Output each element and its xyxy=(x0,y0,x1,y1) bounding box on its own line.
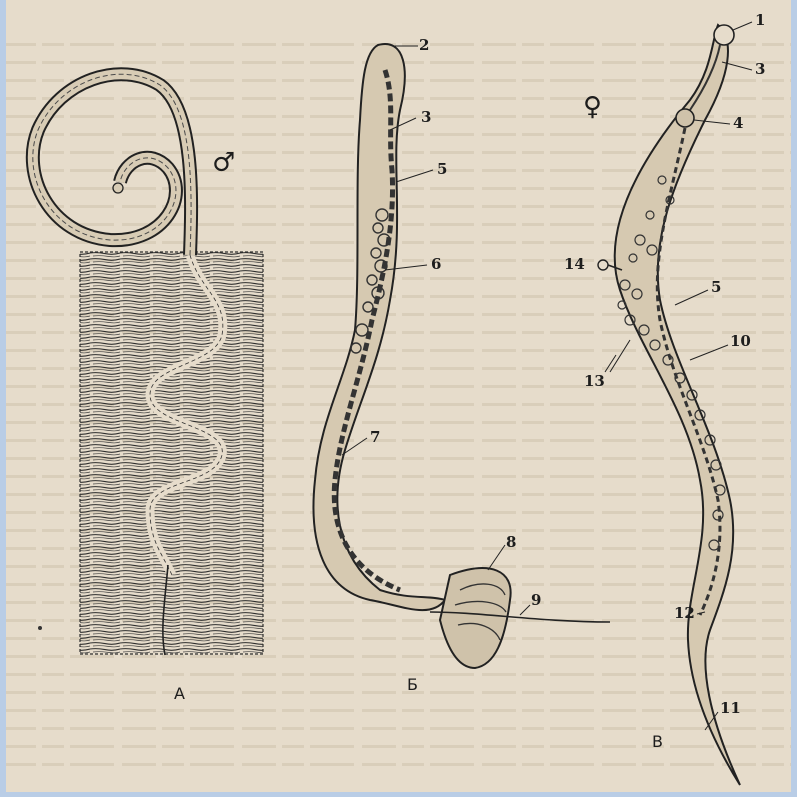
female-symbol: ♀ xyxy=(583,94,602,120)
callout-c-5: 5 xyxy=(711,280,721,295)
callout-b-9: 9 xyxy=(531,593,541,608)
callout-b-8: 8 xyxy=(506,535,516,550)
callout-b-3: 3 xyxy=(421,110,431,125)
callout-c-14: 14 xyxy=(564,257,585,272)
callout-c-13: 13 xyxy=(584,374,605,389)
callout-c-4: 4 xyxy=(733,116,743,131)
callout-b-5: 5 xyxy=(437,162,447,177)
speck xyxy=(38,626,42,630)
muscle-tissue-block xyxy=(80,252,263,654)
callout-c-3: 3 xyxy=(755,62,765,77)
callout-c-11: 11 xyxy=(720,701,741,716)
callout-c-10: 10 xyxy=(730,334,751,349)
callout-c-1: 1 xyxy=(755,13,765,28)
panel-b-label: Б xyxy=(407,677,418,693)
panel-c-label: В xyxy=(652,734,663,750)
worm-head xyxy=(113,183,123,193)
panel-a-label: А xyxy=(174,686,185,702)
vulva xyxy=(598,260,608,270)
callout-b-7: 7 xyxy=(370,430,380,445)
female-head xyxy=(714,25,734,45)
male-symbol: ♂ xyxy=(212,150,235,176)
callout-b-2: 2 xyxy=(419,38,429,53)
callout-b-6: 6 xyxy=(431,257,441,272)
esophageal-bulb xyxy=(676,109,694,127)
callout-c-12: 12 xyxy=(674,606,695,621)
